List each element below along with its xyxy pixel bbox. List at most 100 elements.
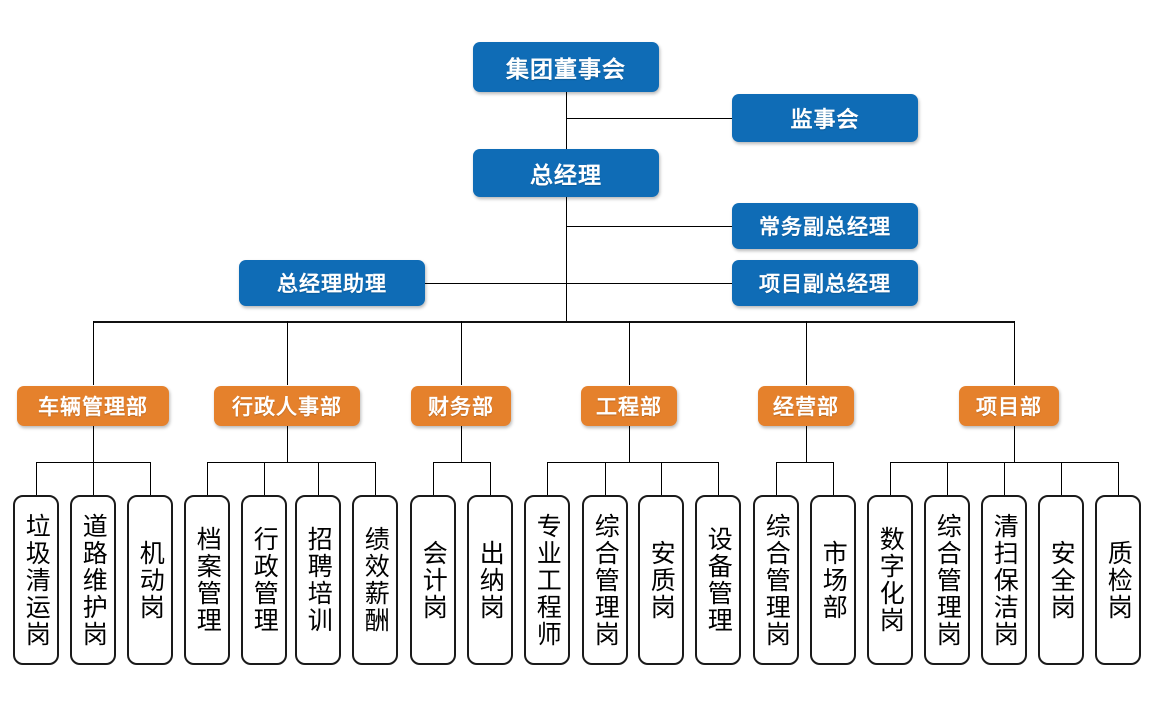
connector-bus-drop-6 xyxy=(1014,321,1015,385)
connector-dept3-child1 xyxy=(433,462,434,495)
connector-dept4-bus xyxy=(547,462,719,463)
department-label: 车辆管理部 xyxy=(38,395,148,419)
position-label: 安全岗 xyxy=(1047,539,1077,621)
node-supervisory-board[interactable]: 监事会 xyxy=(732,94,918,142)
node-department-engineering[interactable]: 工程部 xyxy=(581,386,677,426)
node-position-box[interactable]: 设备管理 xyxy=(695,495,741,665)
connector-dept5-child2 xyxy=(833,462,834,495)
node-position-box[interactable]: 机动岗 xyxy=(127,495,173,665)
node-gm-assistant-label: 总经理助理 xyxy=(277,272,387,296)
connector-dept2-stem xyxy=(287,426,288,462)
position-label: 数字化岗 xyxy=(876,526,906,634)
node-position-box[interactable]: 招聘培训 xyxy=(295,495,341,665)
connector-dept3-stem xyxy=(461,426,462,462)
position-label: 行政管理 xyxy=(250,526,280,634)
position-label: 专业工程师 xyxy=(533,512,563,648)
connector-dept1-child3 xyxy=(150,462,151,495)
node-position-box[interactable]: 市场部 xyxy=(810,495,856,665)
position-label: 综合管理岗 xyxy=(762,512,792,648)
node-position-box[interactable]: 安全岗 xyxy=(1038,495,1084,665)
position-label: 设备管理 xyxy=(704,526,734,634)
node-position-box[interactable]: 道路维护岗 xyxy=(70,495,116,665)
department-label: 行政人事部 xyxy=(232,395,342,419)
connector-dept1-child2 xyxy=(93,462,94,495)
connector-bus-drop-5 xyxy=(806,321,807,385)
position-label: 市场部 xyxy=(819,539,849,621)
node-executive-deputy-gm-label: 常务副总经理 xyxy=(759,215,891,239)
position-label: 会计岗 xyxy=(419,539,449,621)
connector-dept6-child3 xyxy=(1004,462,1005,495)
connector-dept4-child1 xyxy=(547,462,548,495)
connector-dept5-child1 xyxy=(776,462,777,495)
node-position-box[interactable]: 安质岗 xyxy=(638,495,684,665)
node-position-box[interactable]: 出纳岗 xyxy=(467,495,513,665)
department-label: 工程部 xyxy=(596,395,662,419)
position-label: 综合管理岗 xyxy=(591,512,621,648)
connector-dept5-stem xyxy=(806,426,807,462)
connector-dept6-child4 xyxy=(1061,462,1062,495)
position-label: 质检岗 xyxy=(1104,539,1134,621)
node-gm-assistant[interactable]: 总经理助理 xyxy=(239,260,425,306)
connector-dept4-child2 xyxy=(605,462,606,495)
connector-dept4-child4 xyxy=(718,462,719,495)
connector-dept4-stem xyxy=(629,426,630,462)
node-position-box[interactable]: 综合管理岗 xyxy=(582,495,628,665)
node-general-manager-label: 总经理 xyxy=(530,163,602,189)
node-position-box[interactable]: 清扫保洁岗 xyxy=(981,495,1027,665)
position-label: 综合管理岗 xyxy=(933,512,963,648)
node-position-box[interactable]: 行政管理 xyxy=(241,495,287,665)
connector-dept4-child3 xyxy=(661,462,662,495)
node-position-box[interactable]: 综合管理岗 xyxy=(753,495,799,665)
connector-board-to-supervisory xyxy=(566,118,732,119)
node-executive-deputy-gm[interactable]: 常务副总经理 xyxy=(732,203,918,249)
connector-bus-drop-3 xyxy=(461,321,462,385)
connector-department-bus xyxy=(93,321,1015,323)
position-label: 机动岗 xyxy=(136,539,166,621)
node-position-box[interactable]: 会计岗 xyxy=(410,495,456,665)
connector-dept2-child3 xyxy=(318,462,319,495)
position-label: 出纳岗 xyxy=(476,539,506,621)
node-department-vehicle-management[interactable]: 车辆管理部 xyxy=(17,386,169,426)
connector-gm-trunk xyxy=(566,197,567,322)
node-position-box[interactable]: 数字化岗 xyxy=(867,495,913,665)
connector-dept3-child2 xyxy=(490,462,491,495)
connector-dept2-bus xyxy=(207,462,376,463)
position-label: 垃圾清运岗 xyxy=(22,512,52,648)
connector-dept6-child2 xyxy=(947,462,948,495)
node-position-box[interactable]: 垃圾清运岗 xyxy=(13,495,59,665)
node-general-manager[interactable]: 总经理 xyxy=(473,149,659,197)
node-board-of-directors[interactable]: 集团董事会 xyxy=(473,42,659,92)
node-position-box[interactable]: 档案管理 xyxy=(184,495,230,665)
connector-dept1-child1 xyxy=(36,462,37,495)
node-department-project[interactable]: 项目部 xyxy=(959,386,1059,426)
connector-dept5-bus xyxy=(776,462,834,463)
connector-dept3-bus xyxy=(433,462,491,463)
node-project-deputy-gm[interactable]: 项目副总经理 xyxy=(732,260,918,306)
connector-board-to-gm xyxy=(566,92,567,160)
connector-bus-drop-4 xyxy=(629,321,630,385)
connector-dept6-child5 xyxy=(1118,462,1119,495)
node-position-box[interactable]: 质检岗 xyxy=(1095,495,1141,665)
node-department-finance[interactable]: 财务部 xyxy=(411,386,511,426)
node-department-admin-hr[interactable]: 行政人事部 xyxy=(214,386,360,426)
node-project-deputy-gm-label: 项目副总经理 xyxy=(759,272,891,296)
connector-dept6-stem xyxy=(1014,426,1015,462)
position-label: 档案管理 xyxy=(193,526,223,634)
node-position-box[interactable]: 绩效薪酬 xyxy=(352,495,398,665)
department-label: 项目部 xyxy=(976,395,1042,419)
connector-bus-drop-1 xyxy=(93,321,94,385)
connector-dept2-child1 xyxy=(207,462,208,495)
connector-gm-to-assistant xyxy=(424,283,566,284)
node-position-box[interactable]: 专业工程师 xyxy=(524,495,570,665)
department-label: 经营部 xyxy=(773,395,839,419)
department-label: 财务部 xyxy=(428,395,494,419)
node-department-operations[interactable]: 经营部 xyxy=(758,386,854,426)
connector-dept1-stem xyxy=(93,426,94,462)
connector-dept6-child1 xyxy=(890,462,891,495)
connector-dept2-child4 xyxy=(375,462,376,495)
connector-bus-drop-2 xyxy=(287,321,288,385)
connector-gm-to-project-deputy xyxy=(566,283,732,284)
node-board-label: 集团董事会 xyxy=(506,57,626,83)
node-position-box[interactable]: 综合管理岗 xyxy=(924,495,970,665)
